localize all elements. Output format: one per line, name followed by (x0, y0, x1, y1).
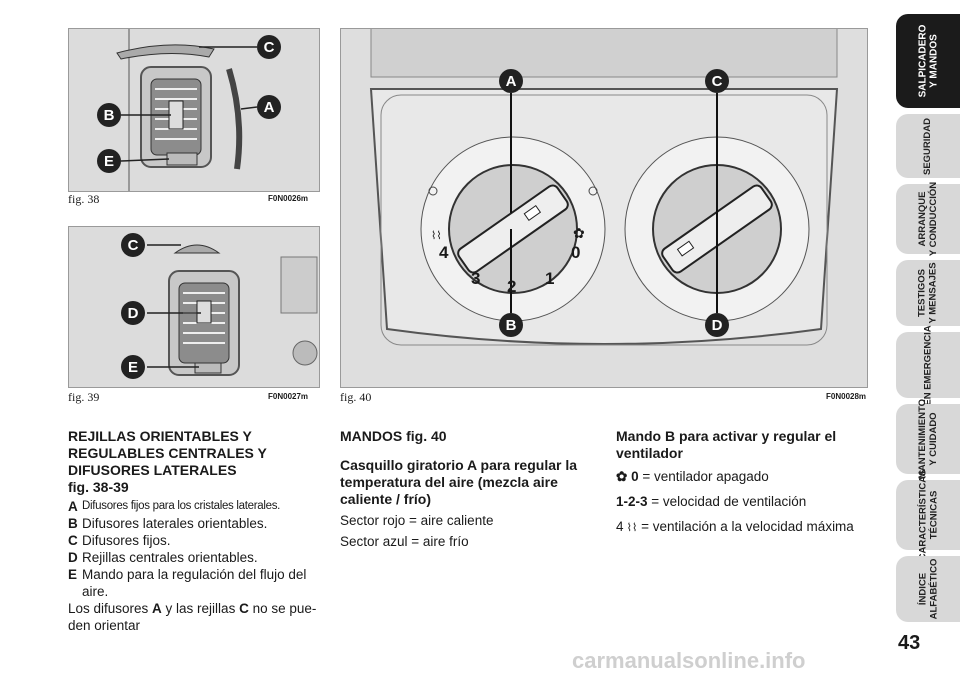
tab-indice[interactable]: ÍNDICE ALFABÉTICO (896, 556, 960, 622)
fig40-code: F0N0028m (826, 392, 867, 401)
fig38-code: F0N0026m (268, 194, 309, 203)
section-heading: REJILLAS ORIENTABLES Y REGULABLES CENTRA… (68, 428, 267, 478)
tab-seguridad[interactable]: SEGURIDAD (896, 114, 960, 178)
callout-c: C (121, 233, 145, 257)
fig38-caption: fig. 38 (68, 192, 100, 206)
section-heading: Mando B para activar y regular el ventil… (616, 428, 837, 461)
defrost-icon: ⌇⌇ (431, 230, 442, 242)
fig39-illustration (69, 227, 319, 387)
tab-mantenimiento[interactable]: MANTENIMIENTO Y CUIDADO (896, 399, 960, 479)
text-line: ✿ 0 = ventilador apagado (616, 469, 769, 484)
figure-reference: fig. 38-39 (68, 479, 129, 495)
column-2: MANDOS fig. 40 Casquillo giratorio A par… (340, 428, 590, 550)
figure-39: C D E (68, 226, 320, 388)
column-3: Mando B para activar y regular el ventil… (616, 428, 866, 537)
dial-label-3: 3 (471, 269, 481, 288)
fig39-caption: fig. 39 (68, 390, 100, 404)
column-1: REJILLAS ORIENTABLES Y REGULABLES CENTRA… (68, 428, 322, 634)
callout-a: A (499, 69, 523, 93)
note-text: Los difusores A y las rejillas C no se p… (68, 601, 317, 633)
callout-b: B (499, 313, 523, 337)
tab-arranque[interactable]: ARRANQUE Y CONDUCCIÓN (896, 182, 960, 256)
tab-caracteristicas[interactable]: CARACTERÍSTICAS TÉCNICAS (896, 470, 960, 560)
subheading: Casquillo giratorio A para regular la te… (340, 457, 578, 507)
dial-label-0: 0 (571, 243, 581, 262)
callout-b: B (97, 103, 121, 127)
text-line: Sector rojo = aire caliente (340, 513, 494, 528)
watermark: carmanualsonline.info (572, 648, 806, 673)
page-number: 43 (898, 632, 921, 654)
fig40-illustration (341, 29, 867, 387)
text-line: Sector azul = aire frío (340, 534, 469, 549)
fig39-code: F0N0027m (268, 392, 309, 401)
figure-38: C A B E (68, 28, 320, 192)
tab-testigos[interactable]: TESTIGOS Y MENSAJES (896, 260, 960, 326)
section-heading: MANDOS fig. 40 (340, 428, 447, 444)
callout-e: E (97, 149, 121, 173)
callout-c: C (257, 35, 281, 59)
callout-a: A (257, 95, 281, 119)
dial-label-1: 1 (545, 269, 555, 288)
fig40-caption: fig. 40 (340, 390, 372, 404)
dial-label-2: 2 (507, 277, 517, 296)
callout-d: D (705, 313, 729, 337)
dial-label-4: 4 (439, 243, 449, 262)
callout-d: D (121, 301, 145, 325)
tab-emergencia[interactable]: EN EMERGENCIA (896, 325, 960, 405)
text-line: 4 ⌇⌇ = ventilación a la velocidad máxima (616, 519, 854, 534)
fan-icon: ✿ (616, 469, 632, 484)
callout-e: E (121, 355, 145, 379)
defrost-icon: ⌇⌇ (623, 522, 638, 534)
figure-40: A C B D 4 3 2 1 0 ✿ ⌇⌇ (340, 28, 868, 388)
fan-icon: ✿ (573, 225, 585, 241)
callout-c: C (705, 69, 729, 93)
text-line: 1-2-3 = velocidad de ventilación (616, 494, 807, 509)
tab-salpicadero[interactable]: SALPICADERO Y MANDOS (896, 14, 960, 108)
